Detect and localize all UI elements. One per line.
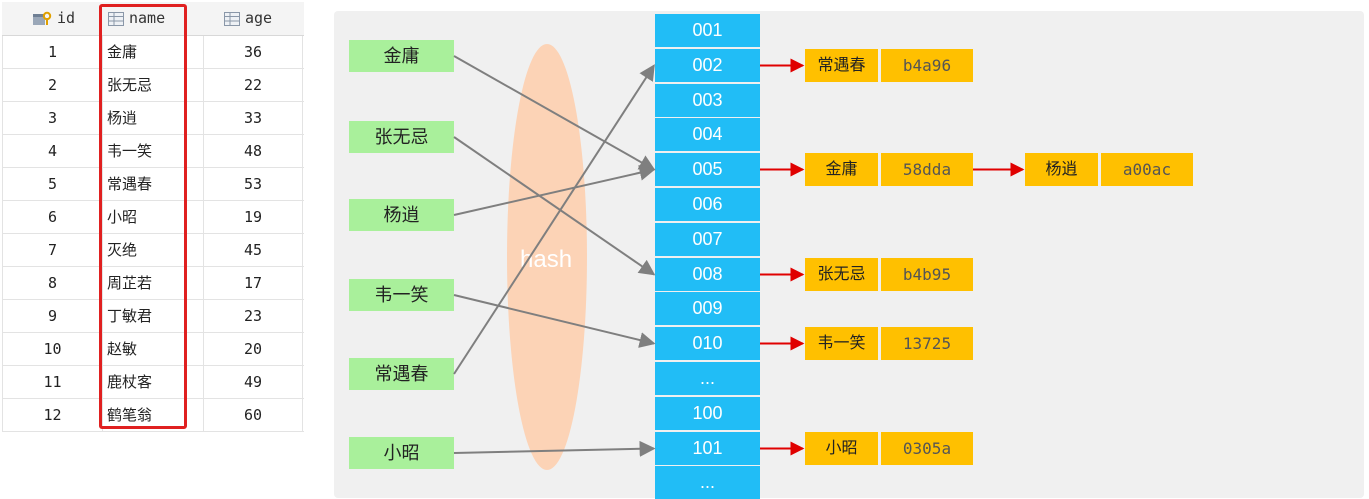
hash-bucket: 005: [655, 153, 760, 186]
cell-age[interactable]: 22: [203, 69, 303, 101]
cell-id[interactable]: 12: [3, 399, 103, 431]
column-header-name[interactable]: name: [108, 2, 165, 35]
entry-name-cell: 张无忌: [805, 258, 878, 291]
entry-name-cell: 常遇春: [805, 49, 878, 82]
cell-id[interactable]: 4: [3, 135, 103, 167]
primary-key-column-icon: [33, 11, 52, 25]
key-box: 张无忌: [349, 121, 454, 153]
entry-hash-cell: a00ac: [1101, 153, 1193, 186]
cell-age[interactable]: 53: [203, 168, 303, 200]
cell-id[interactable]: 10: [3, 333, 103, 365]
cell-age[interactable]: 60: [203, 399, 303, 431]
cell-age[interactable]: 36: [203, 36, 303, 68]
cell-id[interactable]: 2: [3, 69, 103, 101]
cell-name[interactable]: 张无忌: [107, 76, 153, 94]
entry-name-cell: 韦一笑: [805, 327, 878, 360]
entry-name-cell: 小昭: [805, 432, 878, 465]
entry-hash-cell: 58dda: [881, 153, 973, 186]
entry-hash-cell: b4a96: [881, 49, 973, 82]
cell-name[interactable]: 周芷若: [107, 274, 153, 292]
cell-name[interactable]: 韦一笑: [107, 142, 153, 160]
cell-age[interactable]: 20: [203, 333, 303, 365]
cell-id[interactable]: 6: [3, 201, 103, 233]
key-box: 小昭: [349, 437, 454, 469]
hash-bucket: 002: [655, 49, 760, 82]
entry-hash-cell: 0305a: [881, 432, 973, 465]
entry-hash-cell: 13725: [881, 327, 973, 360]
hash-bucket: 100: [655, 397, 760, 430]
column-header-id-label: id: [57, 9, 76, 27]
hash-bucket: 004: [655, 118, 760, 151]
cell-name[interactable]: 小昭: [107, 208, 138, 226]
cell-name[interactable]: 灭绝: [107, 241, 138, 259]
column-header-age[interactable]: age: [224, 2, 272, 35]
cell-age[interactable]: 45: [203, 234, 303, 266]
cell-id[interactable]: 1: [3, 36, 103, 68]
hash-bucket: 003: [655, 84, 760, 117]
cell-name[interactable]: 鹿杖客: [107, 373, 153, 391]
cell-id[interactable]: 3: [3, 102, 103, 134]
hash-bucket: 008: [655, 258, 760, 291]
cell-id[interactable]: 9: [3, 300, 103, 332]
cell-age[interactable]: 17: [203, 267, 303, 299]
column-icon: [108, 11, 124, 26]
hash-bucket: 007: [655, 223, 760, 256]
hash-bucket: ...: [655, 466, 760, 499]
column-header-id[interactable]: id: [32, 2, 75, 35]
table-header: id name age: [2, 2, 304, 36]
hash-bucket: ...: [655, 362, 760, 395]
hash-diagram-panel: [334, 11, 1364, 498]
name-column-highlight: [99, 4, 187, 429]
hash-bucket: 009: [655, 292, 760, 325]
entry-name-cell: 金庸: [805, 153, 878, 186]
cell-name[interactable]: 金庸: [107, 43, 138, 61]
cell-name[interactable]: 常遇春: [107, 175, 153, 193]
cell-age[interactable]: 33: [203, 102, 303, 134]
key-box: 金庸: [349, 40, 454, 72]
hash-bucket: 101: [655, 432, 760, 465]
cell-name[interactable]: 赵敏: [107, 340, 138, 358]
cell-name[interactable]: 丁敏君: [107, 307, 153, 325]
cell-age[interactable]: 48: [203, 135, 303, 167]
cell-id[interactable]: 11: [3, 366, 103, 398]
cell-age[interactable]: 19: [203, 201, 303, 233]
cell-name[interactable]: 杨逍: [107, 109, 138, 127]
hash-function-label: hash: [520, 246, 573, 273]
cell-age[interactable]: 23: [203, 300, 303, 332]
key-box: 常遇春: [349, 358, 454, 390]
key-box: 韦一笑: [349, 279, 454, 311]
entry-name-cell: 杨逍: [1025, 153, 1098, 186]
cell-id[interactable]: 8: [3, 267, 103, 299]
hash-bucket: 006: [655, 188, 760, 221]
entry-hash-cell: b4b95: [881, 258, 973, 291]
column-header-name-label: name: [129, 9, 166, 27]
key-box: 杨逍: [349, 199, 454, 231]
cell-id[interactable]: 7: [3, 234, 103, 266]
column-icon: [224, 11, 240, 26]
hash-bucket: 010: [655, 327, 760, 360]
cell-id[interactable]: 5: [3, 168, 103, 200]
cell-age[interactable]: 49: [203, 366, 303, 398]
hash-bucket: 001: [655, 14, 760, 47]
column-header-age-label: age: [245, 9, 273, 27]
cell-name[interactable]: 鹤笔翁: [107, 406, 153, 424]
